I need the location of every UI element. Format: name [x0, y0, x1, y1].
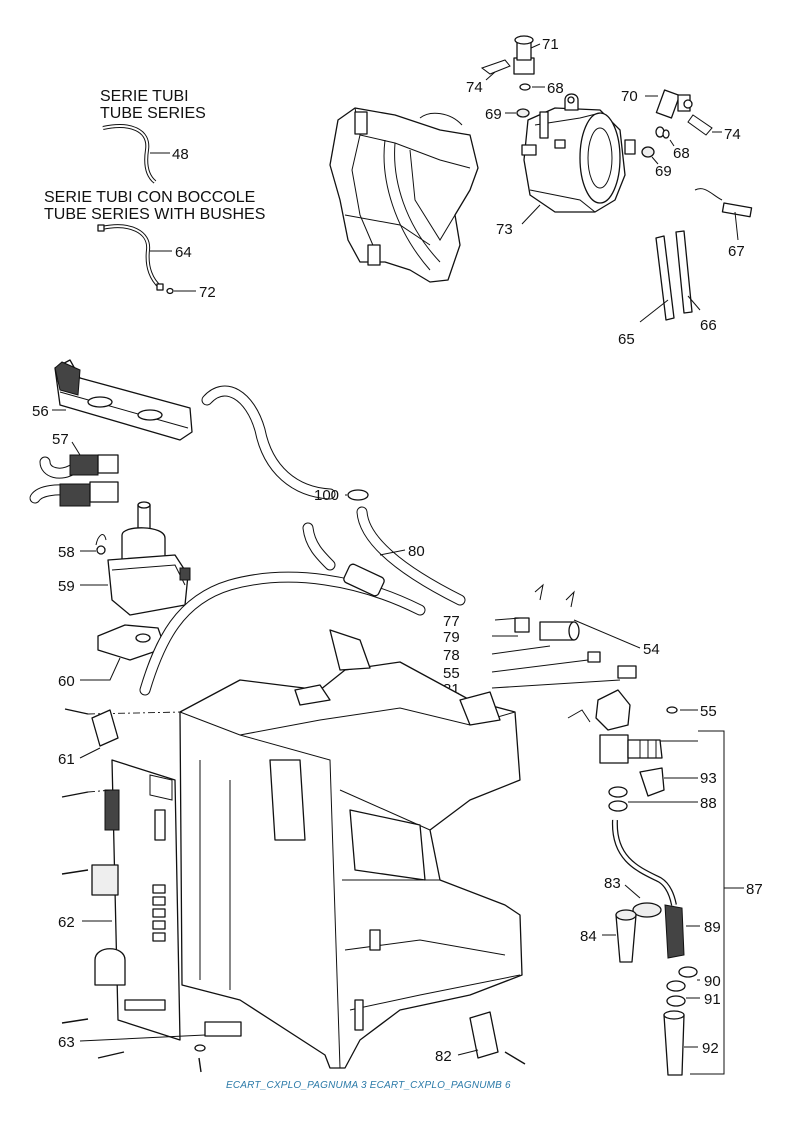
callout-74a: 74 [466, 79, 483, 96]
callout-100: 100 [314, 487, 339, 504]
callout-73: 73 [496, 221, 513, 238]
callout-58: 58 [58, 544, 75, 561]
seal-69b [641, 146, 659, 165]
heater-element-73 [521, 93, 636, 225]
pump-59 [80, 501, 191, 616]
callout-59: 59 [58, 578, 75, 595]
sensor-67 [694, 188, 753, 241]
callout-93: 93 [700, 770, 717, 787]
callout-84: 84 [580, 928, 597, 945]
callout-69a: 69 [485, 106, 502, 123]
clip-74b [687, 114, 722, 136]
clamp-100 [345, 489, 369, 501]
drip-tray-56 [52, 359, 193, 441]
switch-63 [79, 1021, 242, 1073]
callout-88: 88 [700, 795, 717, 812]
callout-71: 71 [542, 36, 559, 53]
tube-upper [201, 385, 336, 500]
callout-61: 61 [58, 751, 75, 768]
callout-80: 80 [408, 543, 425, 560]
pcb-62 [82, 759, 181, 1041]
heading-tube-series: TUBE SERIES [100, 105, 206, 122]
callout-62: 62 [58, 914, 75, 931]
clip-93 [639, 767, 698, 797]
rods-65-66 [639, 230, 701, 323]
orings-88 [608, 786, 698, 812]
callout-48: 48 [172, 146, 189, 163]
wire-58 [80, 534, 107, 555]
seal-69a [505, 108, 530, 118]
callout-55a: 55 [443, 665, 460, 682]
callout-60: 60 [58, 673, 75, 690]
screws-left [61, 708, 183, 1059]
callout-69b: 69 [655, 163, 672, 180]
orings-90-91 [666, 966, 700, 1007]
callout-77: 77 [443, 613, 460, 630]
callout-63: 63 [58, 1034, 75, 1051]
tube-bushes-heading: SERIE TUBI CON BOCCOLE TUBE SERIES WITH … [44, 189, 265, 223]
bush-72 [166, 287, 196, 295]
callout-83: 83 [604, 875, 621, 892]
oring-68a [519, 83, 545, 91]
clip-55b [666, 706, 698, 714]
group-bracket-87 [690, 730, 744, 1075]
callout-91: 91 [704, 991, 721, 1008]
callout-66: 66 [700, 317, 717, 334]
clip-74a [480, 59, 511, 81]
callout-72: 72 [199, 284, 216, 301]
callout-67: 67 [728, 243, 745, 260]
heading-serie-tubi-boccole: SERIE TUBI CON BOCCOLE [44, 189, 255, 206]
clip-61 [79, 709, 119, 759]
callout-55b: 55 [700, 703, 717, 720]
callout-65: 65 [618, 331, 635, 348]
tube-64 [97, 224, 172, 291]
filter-80 [302, 506, 466, 606]
fitting-71 [513, 35, 541, 75]
valve-body [567, 689, 698, 764]
knob-84 [602, 909, 637, 963]
heading-tube-series-bushes: TUBE SERIES WITH BUSHES [44, 206, 265, 223]
callout-82: 82 [435, 1048, 452, 1065]
tube-series-heading: SERIE TUBI TUBE SERIES [100, 88, 206, 122]
callout-57: 57 [52, 431, 69, 448]
callout-70: 70 [621, 88, 638, 105]
callout-54: 54 [643, 641, 660, 658]
bracket-82 [457, 1011, 526, 1065]
callout-64: 64 [175, 244, 192, 261]
callout-78: 78 [443, 647, 460, 664]
callout-79: 79 [443, 629, 460, 646]
valve-57 [29, 441, 119, 507]
boiler-housing [329, 107, 479, 283]
oring-68b [655, 126, 675, 147]
page-footer: ECART_CXPLO_PAGNUMA 3 ECART_CXPLO_PAGNUM… [226, 1080, 511, 1091]
valve-group-78 [491, 583, 641, 689]
callout-56: 56 [32, 403, 49, 420]
callout-74b: 74 [724, 126, 741, 143]
callout-87: 87 [746, 881, 763, 898]
steam-pipe-83 [611, 819, 677, 918]
spout-92 [663, 1010, 698, 1076]
nozzle-89 [664, 904, 700, 959]
heading-serie-tubi: SERIE TUBI [100, 88, 189, 105]
callout-68b: 68 [673, 145, 690, 162]
main-frame [179, 629, 523, 1069]
fitting-70 [645, 89, 693, 119]
callout-68a: 68 [547, 80, 564, 97]
callout-89: 89 [704, 919, 721, 936]
tube-48 [102, 124, 170, 184]
callout-90: 90 [704, 973, 721, 990]
callout-92: 92 [702, 1040, 719, 1057]
